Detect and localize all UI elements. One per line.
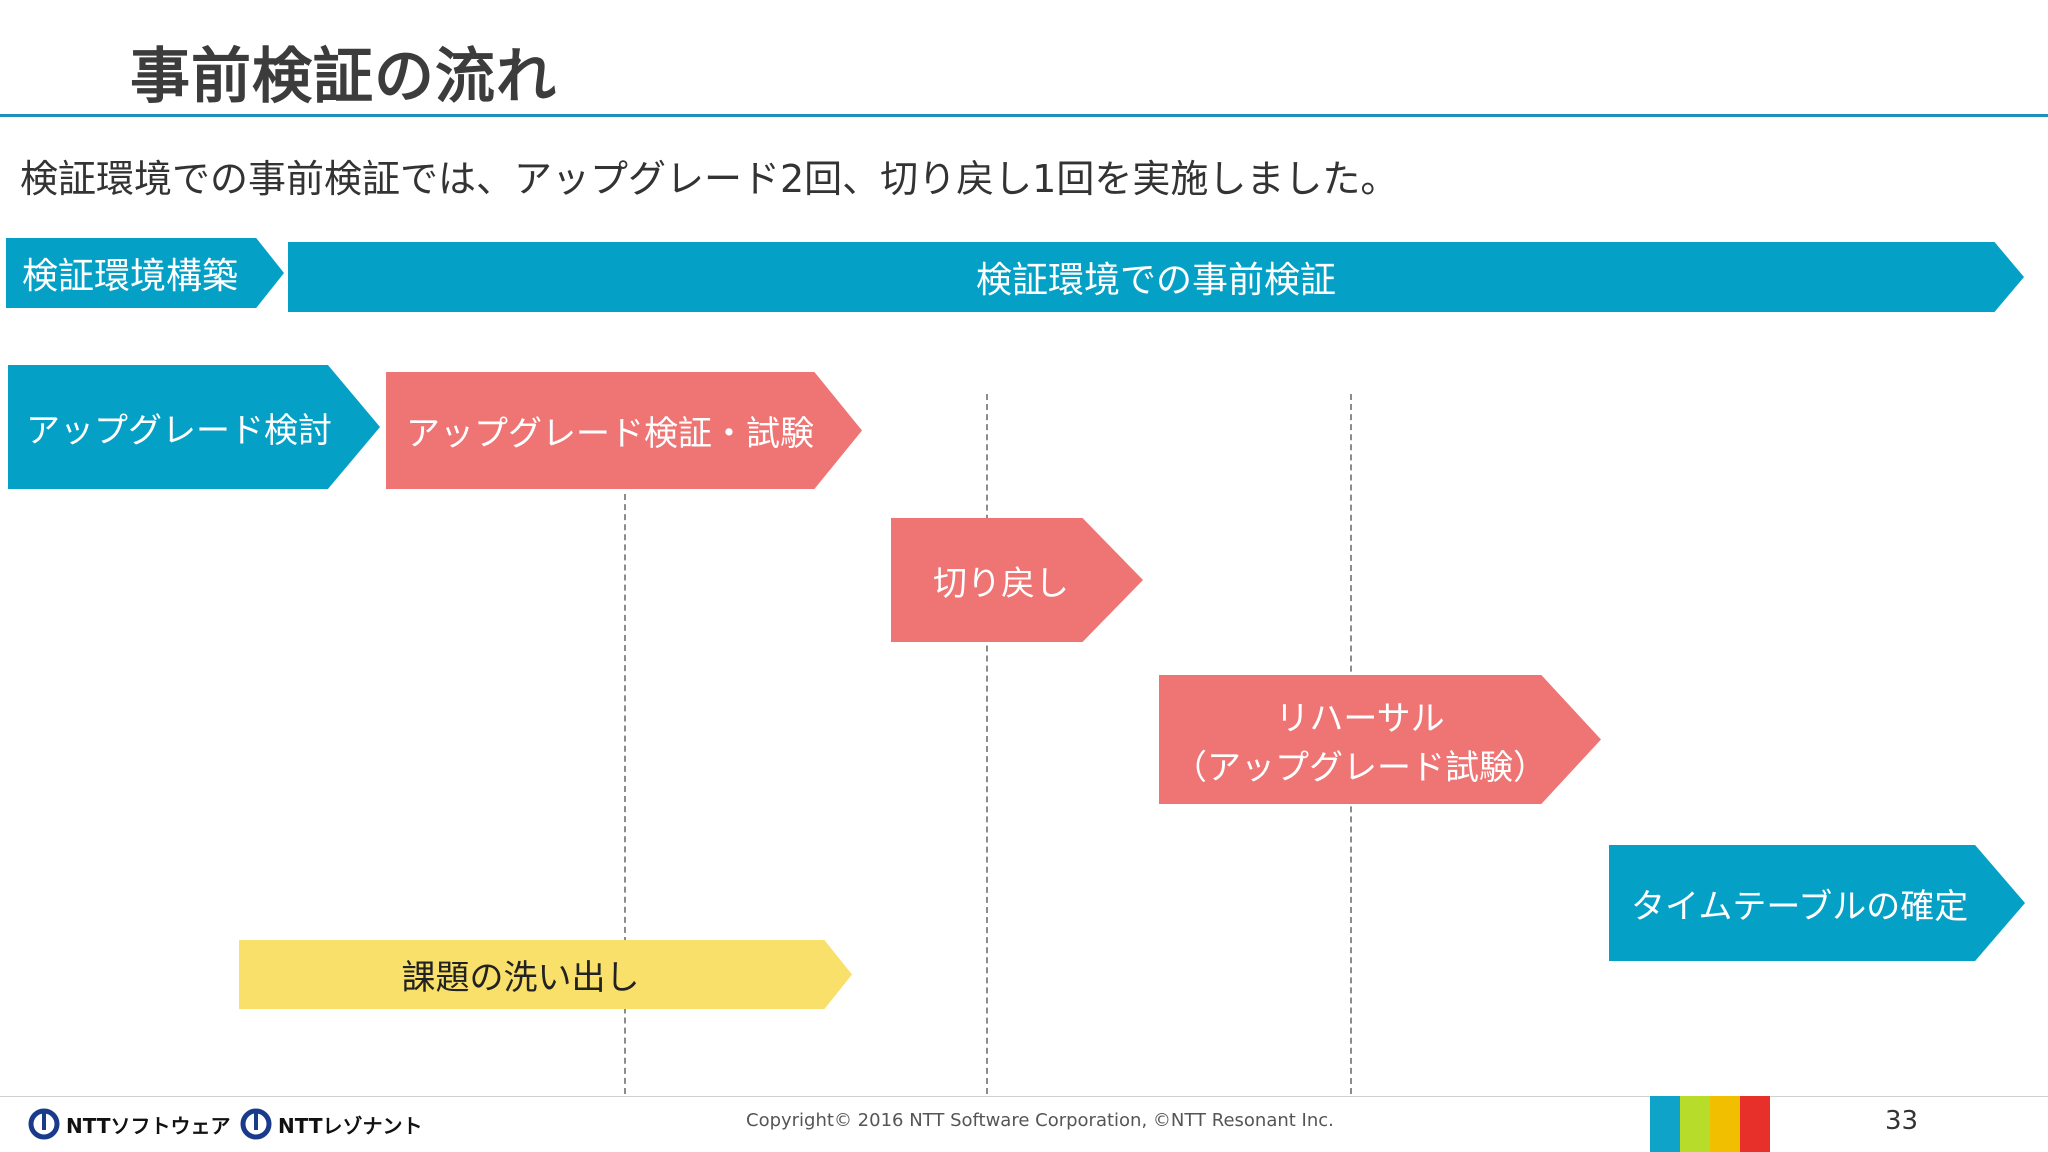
phase-preverify-arrow: 検証環境での事前検証 [288, 242, 2024, 312]
title-divider [0, 114, 2048, 117]
ntt-resonant-logo: NTTレゾナント [240, 1108, 422, 1140]
slide-subtitle: 検証環境での事前検証では、アップグレード2回、切り戻し1回を実施しました。 [20, 157, 1399, 201]
step-upgrade-test-label: アップグレード検証・試験 [406, 414, 814, 454]
ntt-software-logo-text: NTTソフトウェア [66, 1113, 231, 1138]
guide-line-2 [986, 394, 988, 1094]
guide-line-1 [624, 494, 626, 1094]
step-upgrade-review-arrow: アップグレード検討 [8, 365, 380, 489]
phase-build-label: 検証環境構築 [22, 256, 239, 297]
stripe-orange [1710, 1096, 1740, 1152]
step-rehearsal-label-line1: リハーサル [1275, 698, 1445, 739]
step-rehearsal-label-line2: （アップグレード試験） [1173, 747, 1547, 788]
step-timetable-label: タイムテーブルの確定 [1631, 886, 1969, 927]
phase-preverify-label: 検証環境での事前検証 [975, 260, 1336, 301]
ntt-software-logo: NTTソフトウェア [28, 1108, 230, 1140]
stripe-blue [1650, 1096, 1680, 1152]
step-rollback-label: 切り戻し [933, 563, 1069, 604]
page-title: 事前検証の流れ [130, 42, 557, 112]
color-stripe-bar [1650, 1096, 1770, 1152]
ntt-resonant-logo-text: NTTレゾナント [278, 1113, 423, 1138]
step-rehearsal-arrow: リハーサル （アップグレード試験） [1159, 675, 1601, 804]
stripe-green [1680, 1096, 1710, 1152]
stripe-red [1740, 1096, 1770, 1152]
footer-divider [0, 1096, 2048, 1097]
step-issues-arrow: 課題の洗い出し [239, 940, 852, 1009]
copyright-notice: Copyright© 2016 NTT Software Corporation… [746, 1110, 1334, 1131]
step-rollback-arrow: 切り戻し [891, 518, 1143, 642]
step-issues-label: 課題の洗い出し [401, 958, 640, 998]
page-number: 33 [1885, 1106, 1919, 1136]
step-upgrade-test-arrow: アップグレード検証・試験 [386, 372, 862, 489]
ntt-logo-icon [240, 1108, 272, 1140]
phase-build-arrow: 検証環境構築 [6, 238, 284, 308]
step-upgrade-review-label: アップグレード検討 [26, 410, 332, 451]
step-timetable-arrow: タイムテーブルの確定 [1609, 845, 2025, 961]
ntt-logo-icon [28, 1108, 60, 1140]
